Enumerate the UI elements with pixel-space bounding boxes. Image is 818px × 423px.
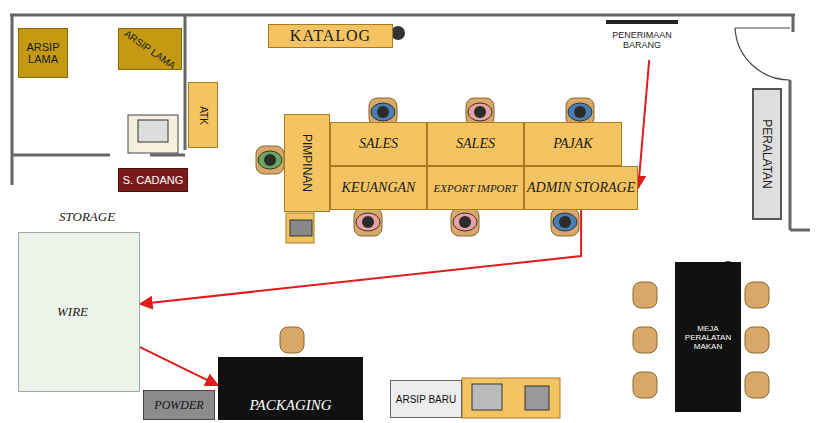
room-label: KEUANGAN	[342, 180, 416, 196]
room-label: SALES	[359, 136, 398, 152]
room-element: SALES	[330, 122, 427, 166]
room-label: PACKAGING	[249, 397, 331, 414]
chair	[745, 372, 769, 398]
room-label: ATK	[198, 106, 209, 125]
chair	[745, 282, 769, 308]
room-label: S. CADANG	[123, 174, 184, 186]
room-label: ADMIN STORAGE	[527, 180, 635, 196]
room-element: PIMPINAN	[284, 114, 330, 212]
room-element: EXPORT IMPORT	[427, 166, 524, 210]
room-label: PAJAK	[553, 136, 592, 152]
room-element: POWDER	[143, 390, 215, 420]
room-label: ARSIP BARU	[396, 394, 456, 405]
room-element: S. CADANG	[118, 168, 188, 192]
room-label: SALES	[456, 136, 495, 152]
room-label: WIRE	[57, 304, 88, 320]
room-label: PENERIMAAN BARANG	[608, 30, 676, 50]
room-element: PERALATAN	[752, 88, 782, 220]
room-element: KATALOG	[268, 24, 393, 48]
room-label: ARSIP LAMA	[122, 27, 177, 70]
room-label: POWDER	[154, 398, 203, 413]
room-label: ARSIP LAMA	[21, 41, 65, 65]
room-element: SALES	[427, 122, 524, 166]
chair	[745, 327, 769, 353]
flow-arrow	[638, 60, 649, 188]
room-label: MEJA PERALATAN MAKAN	[677, 324, 739, 351]
room-element: ATK	[188, 82, 218, 148]
room-element: PAJAK	[524, 122, 622, 166]
chair-person	[354, 208, 382, 236]
room-label: EXPORT IMPORT	[434, 182, 518, 194]
room-element: ARSIP LAMA	[18, 28, 68, 78]
chair	[633, 282, 657, 308]
room-element: KEUANGAN	[330, 166, 427, 210]
room-element: ARSIP BARU	[390, 380, 462, 418]
chair-person	[551, 208, 579, 236]
room-element: MEJA PERALATAN MAKAN	[675, 262, 741, 412]
chair	[633, 372, 657, 398]
room-label: PERALATAN	[760, 119, 774, 189]
room-element: PENERIMAAN BARANG	[606, 20, 678, 60]
chair	[280, 327, 304, 353]
room-element: PACKAGING	[218, 357, 363, 420]
chair-person	[256, 146, 284, 174]
flow-arrow	[140, 210, 581, 304]
room-label: KATALOG	[290, 27, 371, 45]
flow-arrow	[140, 347, 218, 385]
room-label: PIMPINAN	[300, 134, 314, 192]
chair	[633, 327, 657, 353]
room-element: STORAGEWIRE	[18, 232, 140, 392]
room-element: ARSIP LAMA	[118, 28, 182, 70]
room-element: ADMIN STORAGE	[524, 166, 638, 210]
room-label: STORAGE	[59, 209, 115, 225]
chair-person	[451, 208, 479, 236]
